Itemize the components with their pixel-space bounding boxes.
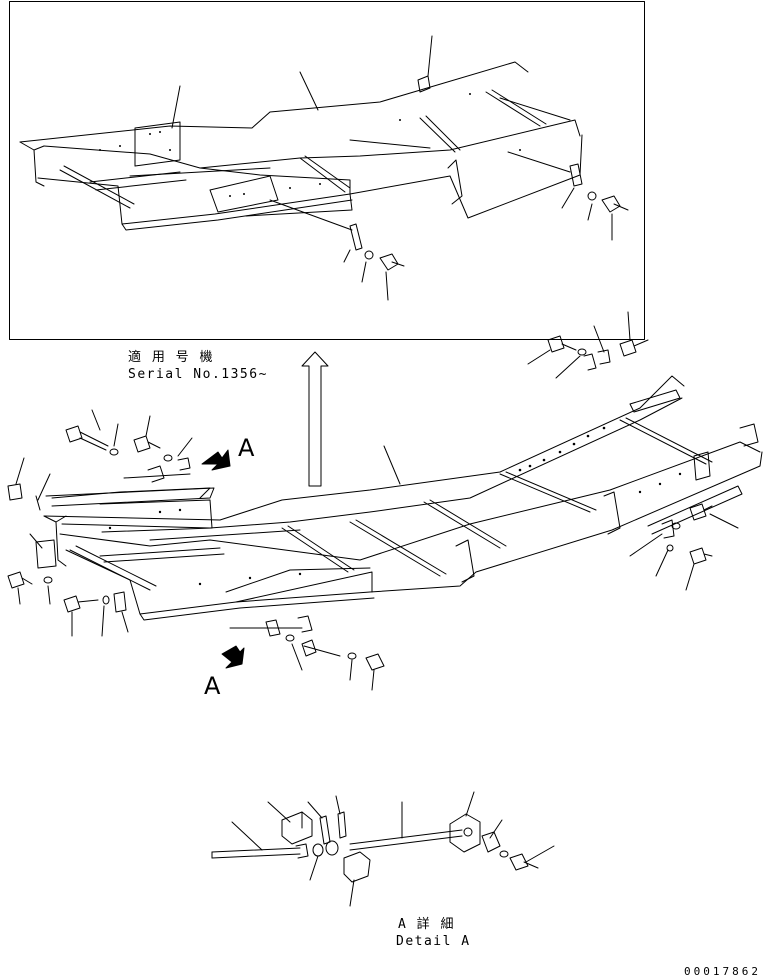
main-leaders xyxy=(16,312,738,690)
detail-a-assembly xyxy=(212,812,538,882)
view-arrow-upper xyxy=(202,450,230,470)
applicable-serial-en: Serial No.1356~ xyxy=(128,367,268,382)
inset-frame-assembly xyxy=(20,62,628,270)
main-rivets xyxy=(108,426,682,586)
view-arrow-lower xyxy=(222,646,244,668)
inset-frame xyxy=(10,2,645,340)
inset-rivets xyxy=(99,93,521,197)
inset-view xyxy=(10,2,645,340)
detail-a-leaders xyxy=(232,792,554,906)
detail-a-title-jp: A 詳 細 xyxy=(398,917,455,932)
detail-a-title-en: Detail A xyxy=(396,934,471,949)
revision-arrow xyxy=(302,352,328,486)
view-marker-lower: A xyxy=(204,672,221,700)
view-marker-upper: A xyxy=(238,434,255,462)
main-frame-assembly xyxy=(36,376,762,620)
applicable-serial-jp: 適 用 号 機 xyxy=(128,350,214,365)
drawing-number: 00017862 xyxy=(684,965,761,978)
main-fasteners xyxy=(8,336,712,670)
inset-leaders xyxy=(172,36,612,300)
